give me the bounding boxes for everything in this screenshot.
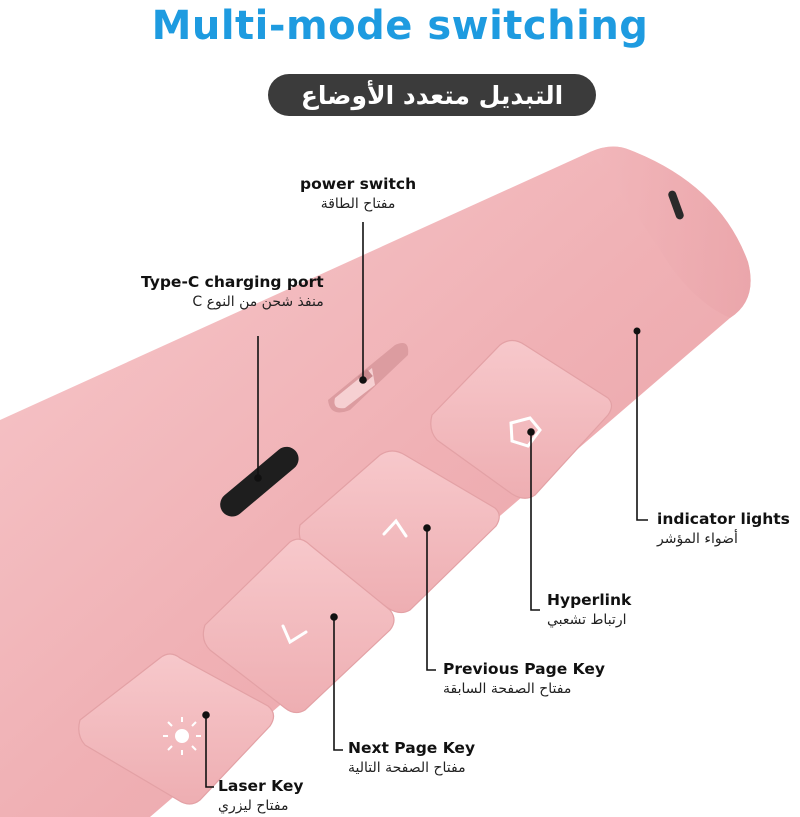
chevron-up-icon xyxy=(382,518,408,538)
label-power-switch: power switch مفتاح الطاقة xyxy=(300,174,416,214)
hyperlink-button[interactable] xyxy=(430,339,613,499)
label-previous-page-key-ar: مفتاح الصفحة السابقة xyxy=(443,681,572,697)
label-hyperlink-en: Hyperlink xyxy=(547,591,632,609)
sun-icon xyxy=(163,717,201,755)
chevron-down-icon xyxy=(281,624,308,645)
label-next-page-key: Next Page Key مفتاح الصفحة التالية xyxy=(348,738,475,778)
end-port xyxy=(668,190,684,220)
label-type-c-port: Type-C charging port منفذ شحن من النوع C xyxy=(141,272,324,312)
label-hyperlink: Hyperlink ارتباط تشعبي xyxy=(547,590,631,630)
label-power-switch-ar: مفتاح الطاقة xyxy=(320,196,396,212)
label-type-c-port-ar: منفذ شحن من النوع C xyxy=(192,294,324,310)
square-link-icon xyxy=(509,416,542,448)
callout-lines xyxy=(202,222,648,788)
label-next-page-key-en: Next Page Key xyxy=(348,739,476,757)
label-indicator-lights-ar: أضواء المؤشر xyxy=(657,531,738,547)
type-c-port xyxy=(220,446,299,517)
label-indicator-lights: indicator lights أضواء المؤشر xyxy=(657,509,790,549)
label-previous-page-key-en: Previous Page Key xyxy=(443,660,606,678)
label-indicator-lights-en: indicator lights xyxy=(657,510,790,528)
next-page-button[interactable] xyxy=(202,538,395,714)
subtitle-pill: التبديل متعدد الأوضاع xyxy=(268,74,596,116)
laser-button[interactable] xyxy=(78,653,275,805)
subtitle-arabic: التبديل متعدد الأوضاع xyxy=(300,80,564,110)
label-laser-key: Laser Key مفتاح ليزري xyxy=(218,776,303,816)
label-laser-key-en: Laser Key xyxy=(218,777,304,795)
label-power-switch-en: power switch xyxy=(300,175,417,193)
label-next-page-key-ar: مفتاح الصفحة التالية xyxy=(348,760,466,776)
label-laser-key-ar: مفتاح ليزري xyxy=(218,798,289,814)
page-title: Multi-mode switching xyxy=(151,3,649,49)
label-type-c-port-en: Type-C charging port xyxy=(141,273,324,291)
label-previous-page-key: Previous Page Key مفتاح الصفحة السابقة xyxy=(443,659,605,699)
label-hyperlink-ar: ارتباط تشعبي xyxy=(547,612,627,628)
